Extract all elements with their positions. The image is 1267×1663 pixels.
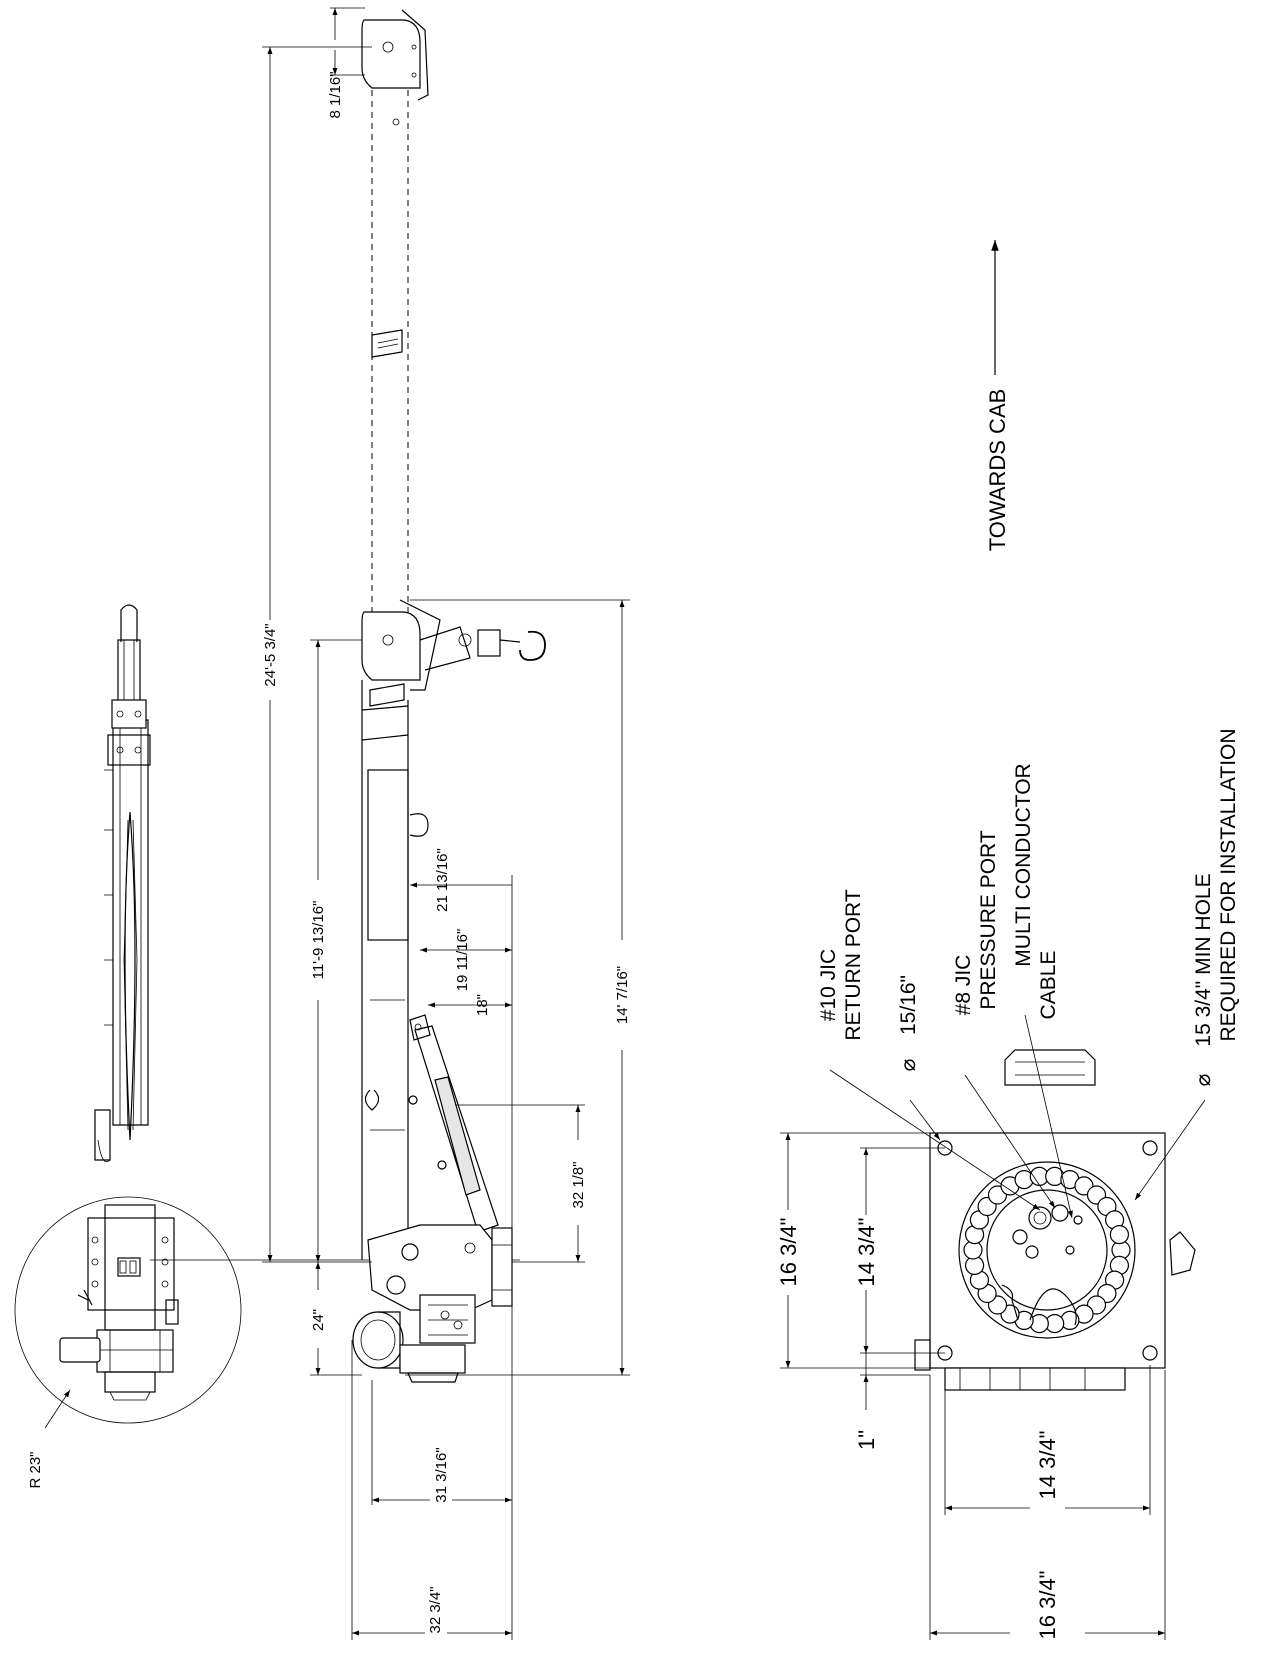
side-elevation bbox=[352, 9, 546, 1383]
dim-base-width-outer: 32 3/4" bbox=[427, 1586, 444, 1633]
towards-cab-indicator: TOWARDS CAB bbox=[985, 240, 1010, 551]
return-port-label-line1: #10 JIC bbox=[817, 949, 840, 1021]
dim-mast-offset-3: 18" bbox=[474, 994, 491, 1016]
dim-plate-height-outer: 16 3/4" bbox=[776, 1218, 801, 1287]
dim-plate-offset: 1" bbox=[854, 1430, 879, 1450]
diameter-symbol-bolt: ⌀ bbox=[897, 1059, 920, 1072]
return-port-label-line2: RETURN PORT bbox=[842, 889, 865, 1040]
plan-view: R 23" bbox=[14, 604, 520, 1489]
bolt-hole-diameter-label: 15/16" bbox=[897, 975, 920, 1035]
dim-plate-width-inner: 14 3/4" bbox=[1035, 1431, 1060, 1500]
dim-cylinder-height: 32 1/8" bbox=[570, 1161, 587, 1208]
dim-swing-radius: R 23" bbox=[27, 1451, 44, 1488]
pressure-port-label-line2: PRESSURE PORT bbox=[977, 830, 1000, 1009]
pressure-port-label-line1: #8 JIC bbox=[952, 955, 975, 1016]
diameter-symbol-hole: ⌀ bbox=[1192, 1074, 1215, 1087]
plate-callouts: #10 JIC RETURN PORT ⌀ 15/16" #8 JIC PRES… bbox=[817, 728, 1240, 1219]
dim-retracted-height: 11'-9 13/16" bbox=[310, 901, 327, 980]
cable-label-line1: MULTI CONDUCTOR bbox=[1012, 763, 1035, 966]
plate-dimensions: 16 3/4" 14 3/4" 1" 14 3/4" 16 3/4" bbox=[776, 1133, 1165, 1639]
dim-overall-boom-length: 24'-5 3/4" bbox=[262, 623, 279, 686]
dim-plate-width-outer: 16 3/4" bbox=[1035, 1571, 1060, 1640]
dim-base-height: 24" bbox=[310, 1309, 327, 1331]
dim-mast-offset-1: 21 13/16" bbox=[434, 848, 451, 912]
dim-mast-offset-2: 19 11/16" bbox=[454, 929, 471, 992]
side-dimensions: 8 1/16" 24'-5 3/4" 11'-9 13/16" 24" 21 1… bbox=[262, 7, 631, 1640]
swing-radius-circle bbox=[14, 1196, 242, 1424]
mounting-plate-view bbox=[780, 1049, 1196, 1640]
dim-plate-height-inner: 14 3/4" bbox=[854, 1218, 879, 1287]
ring-bolt-hole bbox=[1109, 1224, 1130, 1245]
cable-label-line2: CABLE bbox=[1037, 951, 1060, 1020]
dim-boom-head-height: 8 1/16" bbox=[327, 71, 344, 118]
towards-cab-label: TOWARDS CAB bbox=[985, 389, 1010, 552]
dim-base-width-inner: 31 3/16" bbox=[433, 1447, 450, 1502]
ring-bolt-pattern bbox=[963, 1166, 1131, 1334]
min-hole-label-line2: REQUIRED FOR INSTALLATION bbox=[1217, 728, 1240, 1041]
min-hole-label-line1: 15 3/4" MIN HOLE bbox=[1192, 873, 1215, 1046]
dim-overall-height: 14' 7/16" bbox=[614, 966, 631, 1024]
